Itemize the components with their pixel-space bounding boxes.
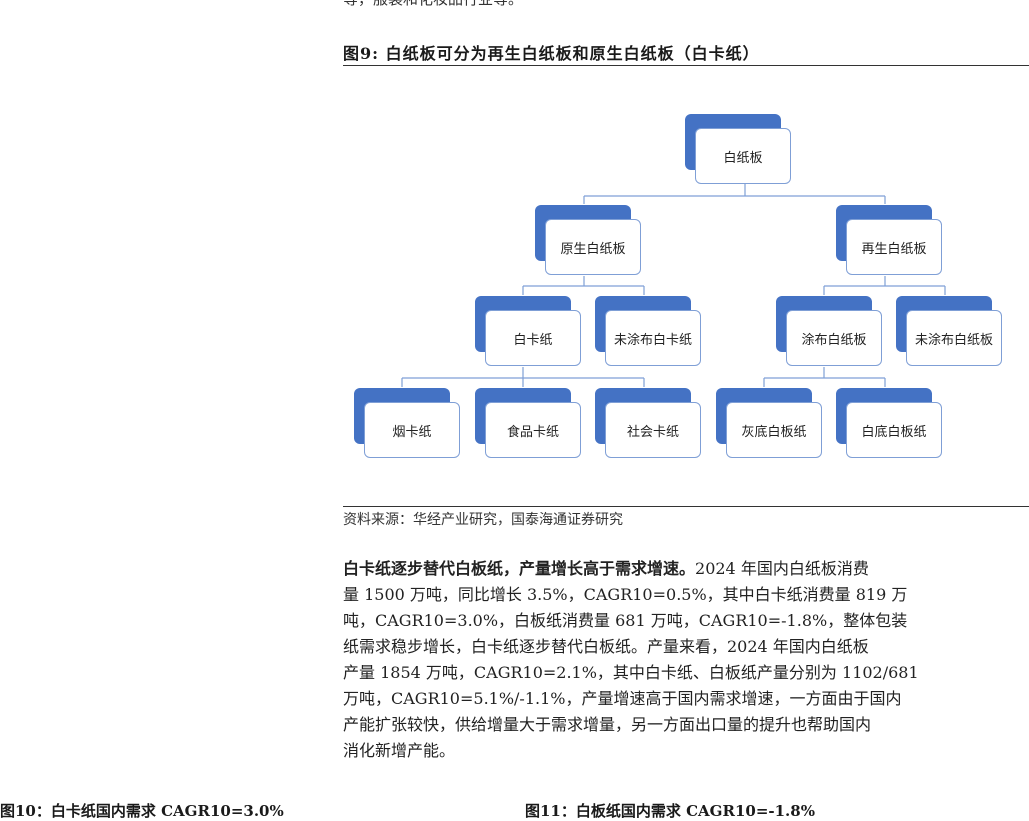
node-uncoated-board-label: 未涂布白纸板 bbox=[914, 332, 993, 348]
figure-10-title: 图10：白卡纸国内需求 CAGR10=3.0% bbox=[0, 802, 284, 820]
paragraph-line-1: 2024 年国内白纸板消费 bbox=[695, 559, 869, 578]
node-virgin-board: 原生白纸板 bbox=[535, 205, 641, 275]
node-white-base-label: 白底白板纸 bbox=[861, 424, 927, 440]
figure-title: 图9: 白纸板可分为再生白纸板和原生白纸板（白卡纸） bbox=[343, 44, 760, 63]
node-white-card-label: 白卡纸 bbox=[513, 332, 553, 348]
title-rule bbox=[343, 65, 1029, 66]
paragraph-line-2: 量 1500 万吨，同比增长 3.5%，CAGR10=0.5%，其中白卡纸消费量… bbox=[343, 585, 908, 604]
node-grey-base-label: 灰底白板纸 bbox=[741, 424, 807, 440]
node-recycled-board: 再生白纸板 bbox=[836, 205, 942, 275]
previous-text-line: 等，服装和化妆品行业等。 bbox=[343, 0, 523, 9]
node-food-label: 食品卡纸 bbox=[506, 424, 559, 440]
node-food-card: 食品卡纸 bbox=[475, 388, 581, 458]
node-root-label: 白纸板 bbox=[723, 150, 763, 166]
node-white-card: 白卡纸 bbox=[475, 296, 581, 366]
paragraph-line-8: 消化新增产能。 bbox=[343, 741, 456, 760]
paragraph-line-3: 吨，CAGR10=3.0%，白板纸消费量 681 万吨，CAGR10=-1.8%… bbox=[343, 611, 908, 630]
paragraph-line-5: 产量 1854 万吨，CAGR10=2.1%，其中白卡纸、白板纸产量分别为 11… bbox=[343, 663, 919, 682]
node-uncoated-board: 未涂布白纸板 bbox=[896, 296, 1002, 366]
node-cigarette-label: 烟卡纸 bbox=[392, 424, 432, 440]
paragraph-line-4: 纸需求稳步增长，白卡纸逐步替代白板纸。产量来看，2024 年国内白纸板 bbox=[343, 637, 869, 656]
paragraph-lead: 白卡纸逐步替代白板纸，产量增长高于需求增速。 bbox=[343, 559, 696, 578]
node-cigarette-card: 烟卡纸 bbox=[354, 388, 460, 458]
node-coated-board: 涂布白纸板 bbox=[776, 296, 882, 366]
paragraph-line-7: 产能扩张较快，供给增量大于需求增量，另一方面出口量的提升也帮助国内 bbox=[343, 715, 872, 734]
node-social-label: 社会卡纸 bbox=[626, 424, 679, 440]
paragraph-line-6: 万吨，CAGR10=5.1%/-1.1%，产量增速高于国内需求增速，一方面由于国… bbox=[343, 689, 902, 708]
node-white-base-board: 白底白板纸 bbox=[836, 388, 942, 458]
figure-11-title: 图11：白板纸国内需求 CAGR10=-1.8% bbox=[525, 802, 815, 820]
node-social-card: 社会卡纸 bbox=[595, 388, 701, 458]
node-grey-base-board: 灰底白板纸 bbox=[716, 388, 822, 458]
source-rule bbox=[343, 506, 1029, 507]
node-uncoated-white-card-label: 未涂布白卡纸 bbox=[613, 332, 692, 348]
node-recycled-label: 再生白纸板 bbox=[861, 241, 927, 257]
node-coated-board-label: 涂布白纸板 bbox=[801, 332, 867, 348]
node-root: 白纸板 bbox=[685, 114, 791, 184]
figure-source: 资料来源：华经产业研究，国泰海通证券研究 bbox=[343, 512, 623, 528]
node-virgin-label: 原生白纸板 bbox=[560, 241, 626, 257]
body-paragraph: 白卡纸逐步替代白板纸，产量增长高于需求增速。2024 年国内白纸板消费 量 15… bbox=[343, 556, 1023, 764]
node-uncoated-white-card: 未涂布白卡纸 bbox=[595, 296, 701, 366]
